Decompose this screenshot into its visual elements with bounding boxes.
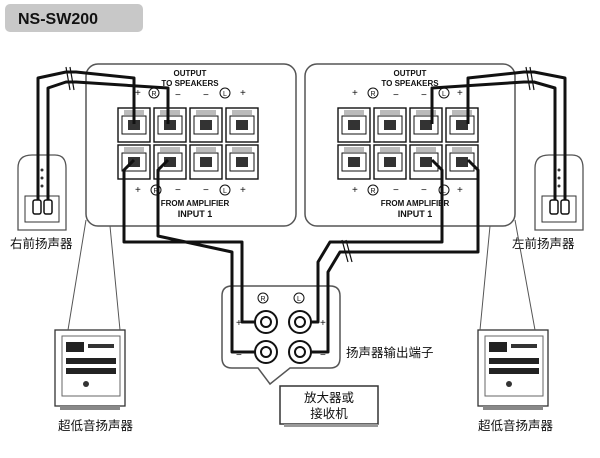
front-left-speaker xyxy=(534,154,584,231)
front-left-speaker-label: 左前扬声器 xyxy=(512,236,575,251)
panel-output-sub-label: TO SPEAKERS xyxy=(161,79,219,88)
speaker-terminal xyxy=(225,144,259,180)
amp-terminal-l-minus xyxy=(288,340,312,364)
amp-terminal-r-minus xyxy=(254,340,278,364)
panel-output-sub-label: TO SPEAKERS xyxy=(381,79,439,88)
speaker-terminal xyxy=(409,144,443,180)
svg-text:−: − xyxy=(203,185,209,196)
svg-text:L: L xyxy=(223,91,227,98)
svg-text:−: − xyxy=(393,90,399,101)
terminal-grid-left xyxy=(117,107,259,180)
amp-label-line2: 接收机 xyxy=(310,406,348,421)
svg-text:−: − xyxy=(203,90,209,101)
panel-input-label: INPUT 1 xyxy=(398,209,433,219)
svg-text:L: L xyxy=(223,188,227,195)
speaker-terminal xyxy=(225,107,259,143)
svg-text:L: L xyxy=(442,188,446,195)
right-subwoofer-panel: OUTPUT TO SPEAKERS + − − + R L + − − + R… xyxy=(304,63,516,227)
panel-input-label: INPUT 1 xyxy=(178,209,213,219)
svg-text:+: + xyxy=(352,88,358,99)
svg-text:+: + xyxy=(352,185,358,196)
svg-text:R: R xyxy=(153,188,158,195)
svg-text:+: + xyxy=(240,88,246,99)
panel-output-label: OUTPUT xyxy=(394,69,427,78)
amp-terminal-callout: R L + − + − xyxy=(221,285,341,386)
left-subwoofer-panel: OUTPUT TO SPEAKERS + − − + R L + − − + R… xyxy=(85,63,297,227)
svg-text:R: R xyxy=(151,91,156,98)
speaker-terminal xyxy=(337,107,371,143)
svg-text:L: L xyxy=(297,296,301,303)
subwoofer-right xyxy=(477,329,549,410)
terminal-grid-right xyxy=(337,107,479,180)
svg-text:+: + xyxy=(320,318,326,329)
speaker-terminal xyxy=(337,144,371,180)
model-name: NS-SW200 xyxy=(18,11,98,28)
speaker-terminal xyxy=(373,144,407,180)
svg-text:−: − xyxy=(320,350,326,361)
speaker-terminal xyxy=(153,107,187,143)
svg-text:+: + xyxy=(457,185,463,196)
svg-text:+: + xyxy=(240,185,246,196)
front-right-speaker-label: 右前扬声器 xyxy=(10,236,73,251)
svg-text:−: − xyxy=(175,185,181,196)
cable-break-marks xyxy=(65,66,535,263)
speaker-terminal xyxy=(373,107,407,143)
speaker-output-label: 扬声器输出端子 xyxy=(346,345,434,360)
panel-from-amp-label: FROM AMPLIFIER xyxy=(381,199,450,208)
amp-terminal-l-plus xyxy=(288,310,312,334)
subwoofer-left-label: 超低音扬声器 xyxy=(58,418,134,433)
svg-text:+: + xyxy=(135,185,141,196)
svg-text:+: + xyxy=(457,88,463,99)
amp-terminal-r-plus xyxy=(254,310,278,334)
speaker-terminal xyxy=(409,107,443,143)
svg-text:−: − xyxy=(421,90,427,101)
svg-text:L: L xyxy=(442,91,446,98)
speaker-terminal xyxy=(189,144,223,180)
svg-text:+: + xyxy=(135,88,141,99)
svg-text:R: R xyxy=(260,296,265,303)
svg-text:R: R xyxy=(370,91,375,98)
svg-text:−: − xyxy=(393,185,399,196)
speaker-terminal xyxy=(189,107,223,143)
model-tag: NS-SW200 xyxy=(5,4,143,32)
subwoofer-right-label: 超低音扬声器 xyxy=(478,418,554,433)
amp-label-line1: 放大器或 xyxy=(304,390,355,405)
svg-text:−: − xyxy=(175,90,181,101)
panel-from-amp-label: FROM AMPLIFIER xyxy=(161,199,230,208)
subwoofer-left xyxy=(54,329,126,410)
speaker-terminal xyxy=(445,107,479,143)
amplifier-box: 放大器或 接收机 xyxy=(279,385,379,427)
svg-text:R: R xyxy=(370,188,375,195)
front-right-speaker xyxy=(17,154,67,231)
panel-output-label: OUTPUT xyxy=(174,69,207,78)
svg-text:−: − xyxy=(421,185,427,196)
svg-text:+: + xyxy=(236,318,242,329)
svg-text:−: − xyxy=(236,350,242,361)
speaker-terminal xyxy=(445,144,479,180)
